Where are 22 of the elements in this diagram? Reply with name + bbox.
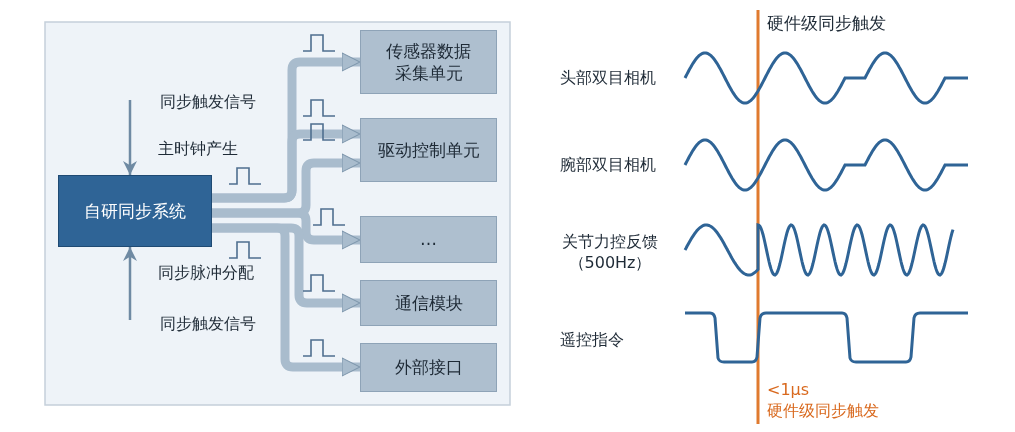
signal-label: 同步触发信号 bbox=[160, 314, 256, 335]
unit-box: 驱动控制单元 bbox=[360, 118, 497, 182]
signal-label: 同步脉冲分配 bbox=[158, 263, 254, 284]
latency-label: <1μs bbox=[767, 380, 810, 401]
sync-system-box: 自研同步系统 bbox=[58, 175, 212, 247]
arrow bbox=[212, 208, 361, 250]
unit-box: … bbox=[360, 216, 497, 263]
waveform-label: 遥控指令 bbox=[560, 330, 624, 351]
arrow bbox=[212, 124, 361, 203]
unit-box: 通信模块 bbox=[360, 280, 497, 326]
trigger-label: 硬件级同步触发 bbox=[767, 12, 886, 35]
arrow bbox=[123, 100, 137, 175]
trigger-label: 硬件级同步触发 bbox=[767, 401, 879, 422]
signal-label: 主时钟产生 bbox=[158, 139, 238, 160]
arrow bbox=[212, 223, 361, 377]
arrow bbox=[123, 247, 137, 320]
unit-box: 传感器数据采集单元 bbox=[360, 30, 497, 94]
waveform-label: 关节力控反馈（500Hz） bbox=[561, 232, 659, 274]
waveform-label: 腕部双目相机 bbox=[560, 155, 656, 176]
waveform-label: 头部双目相机 bbox=[560, 68, 656, 89]
unit-box: 外部接口 bbox=[360, 343, 497, 392]
signal-label: 同步触发信号 bbox=[160, 92, 256, 113]
